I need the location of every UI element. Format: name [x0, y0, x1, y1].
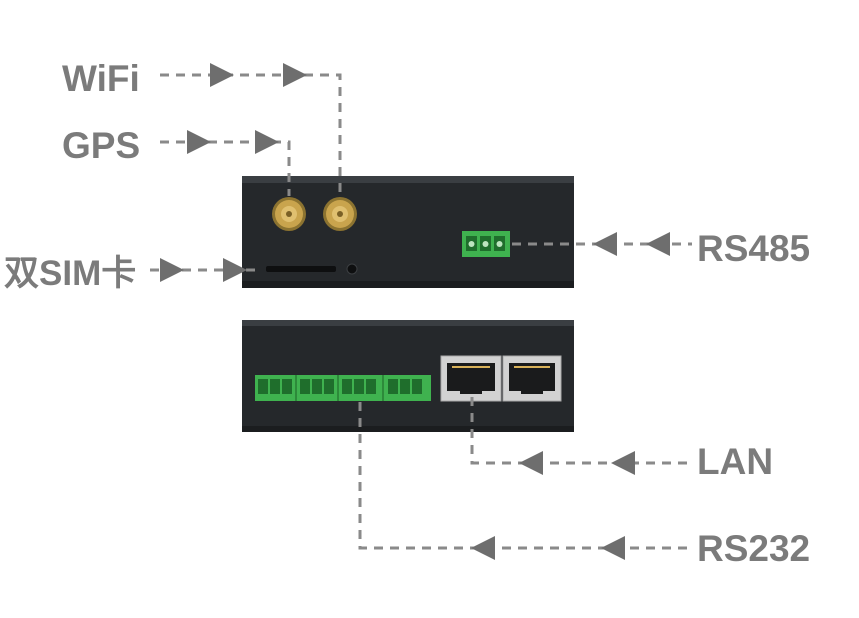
wifi-label: WiFi: [62, 58, 140, 99]
arrow-right-icon: [160, 258, 184, 282]
arrow-right-icon: [210, 63, 234, 87]
router-front-panel: [242, 176, 574, 288]
rs485-label: RS485: [697, 228, 811, 269]
arrow-right-icon: [283, 63, 307, 87]
rs485-terminal-icon: [462, 231, 510, 257]
arrow-left-icon: [646, 232, 670, 256]
wifi-leader: [160, 73, 342, 196]
wifi-antenna-connector-icon: [323, 197, 357, 231]
arrow-right-icon: [255, 130, 279, 154]
arrow-right-icon: [187, 130, 211, 154]
arrow-left-icon: [601, 536, 625, 560]
lan-port-2-icon: [502, 355, 562, 402]
gps-antenna-connector-icon: [272, 197, 306, 231]
sim-label: 双SIM卡: [4, 254, 137, 293]
arrow-left-icon: [593, 232, 617, 256]
leader-lines: [150, 73, 692, 550]
lan-label: LAN: [697, 441, 774, 482]
lan-port-1-icon: [440, 355, 502, 402]
arrow-right-icon: [223, 258, 247, 282]
arrow-left-icon: [611, 451, 635, 475]
sim-slot-icon: [266, 263, 358, 275]
gps-leader: [160, 140, 291, 196]
terminal-block-icon: [255, 375, 431, 401]
arrow-left-icon: [519, 451, 543, 475]
arrow-left-icon: [471, 536, 495, 560]
rs232-label: RS232: [697, 528, 811, 569]
rs232-leader: [358, 402, 692, 550]
gps-label: GPS: [62, 125, 141, 166]
